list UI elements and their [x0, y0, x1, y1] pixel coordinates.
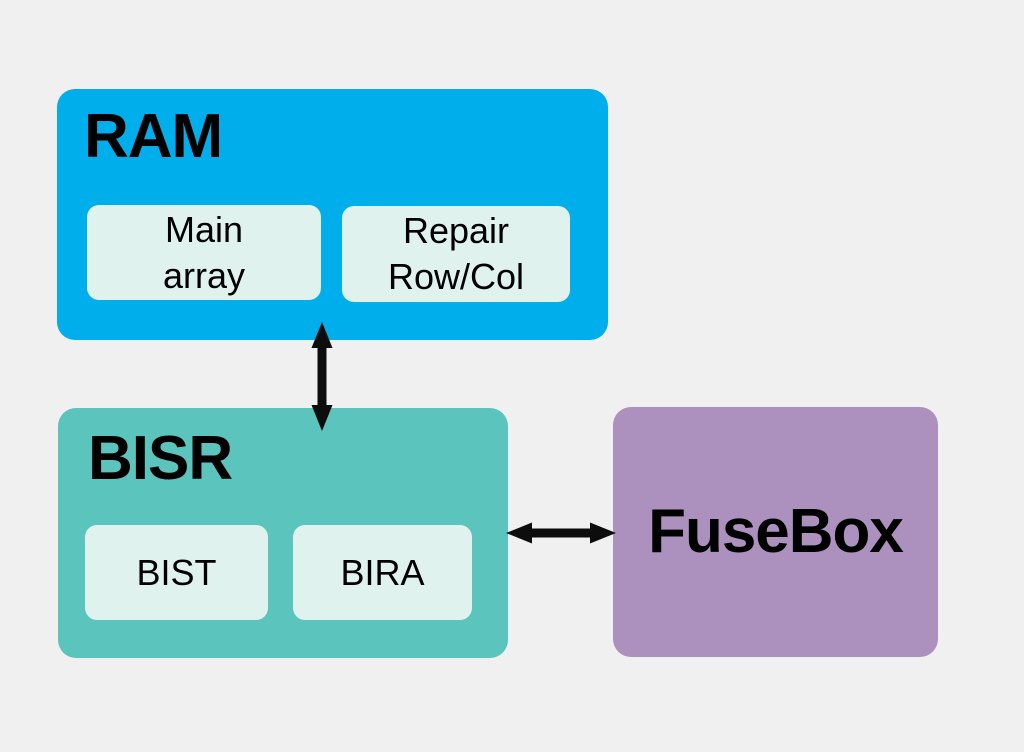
bisr-fusebox-arrow	[506, 522, 616, 544]
bisr-title: BISR	[88, 424, 233, 493]
ram-title: RAM	[84, 102, 223, 171]
fusebox-block: FuseBox	[613, 407, 938, 657]
main-array-label-line2: array	[162, 254, 246, 296]
ram-block: RAM Main array Repair Row/Col	[57, 89, 608, 340]
bisr-block: BISR BIST BIRA	[58, 408, 508, 658]
repair-label-line1: Repair	[402, 210, 510, 251]
bira-box: BIRA	[293, 525, 472, 620]
main-array-box: Main array	[87, 205, 321, 300]
repair-rowcol-box: Repair Row/Col	[342, 206, 570, 302]
bira-label: BIRA	[340, 551, 425, 593]
bist-label: BIST	[136, 551, 217, 593]
bist-box: BIST	[85, 525, 268, 620]
main-array-label-line1: Main	[164, 208, 244, 250]
fusebox-title: FuseBox	[648, 497, 904, 566]
repair-label-line2: Row/Col	[387, 256, 525, 297]
